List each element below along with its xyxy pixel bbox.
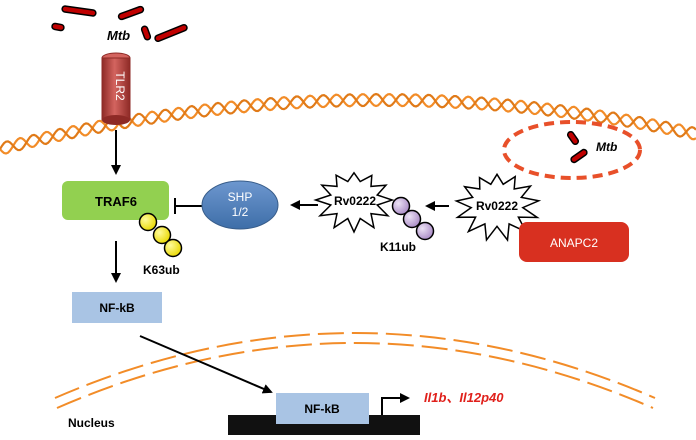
- nfkb-box: [72, 292, 162, 323]
- nuclear-envelope: [54, 332, 656, 409]
- mtb-bacteria-extracellular: Mtb: [51, 5, 188, 43]
- k11ub-label: K11ub: [380, 240, 416, 254]
- rv0222-left: Rv0222: [313, 171, 395, 234]
- rv0222-right-label: Rv0222: [476, 199, 518, 213]
- traf6-box: [62, 181, 169, 220]
- mtb-rod: [51, 22, 65, 32]
- nfkb-nucleus-node: NF-kB: [276, 393, 369, 424]
- k63ub-label: K63ub: [143, 263, 180, 277]
- shp-node: SHP 1/2: [201, 180, 279, 230]
- mtb-rod: [61, 5, 97, 17]
- anapc2-label: ANAPC2: [550, 236, 598, 250]
- tlr2-receptor: TLR2: [101, 52, 131, 125]
- mtb-rod: [117, 5, 145, 21]
- nfkb-nucleus-box: [276, 393, 369, 424]
- k11-ubiquitin-chain: K11ub: [380, 196, 435, 254]
- shp-label-line2: 1/2: [232, 205, 249, 219]
- ubiquitin-bead: [402, 209, 422, 229]
- inhibition-shp-to-traf6: [174, 198, 202, 214]
- ubiquitin-bead: [163, 238, 183, 258]
- rv0222-right: Rv0222: [454, 172, 542, 242]
- nfkb-nuc-label: NF-kB: [304, 402, 340, 416]
- ubiquitin-bead: [152, 225, 172, 245]
- shp-label-line1: SHP: [228, 190, 253, 204]
- mtb-rod: [154, 24, 188, 42]
- nucleus-label: Nucleus: [68, 416, 115, 430]
- shp-ellipse: [201, 180, 279, 230]
- nuclear-envelope-inner: [56, 342, 654, 409]
- transcription-start-arrow: [381, 393, 410, 415]
- vacuole-membrane: [502, 120, 642, 180]
- arrow-nfkb-translocation: [139, 335, 273, 394]
- mtb-label-top: Mtb: [107, 28, 130, 43]
- traf6-node: TRAF6: [62, 181, 169, 220]
- k63-ubiquitin-chain: K63ub: [138, 212, 183, 277]
- mtb-rod: [570, 148, 588, 164]
- anapc2-node: ANAPC2: [519, 222, 629, 262]
- anapc2-box: [519, 222, 629, 262]
- mtb-vacuole: Mtb: [502, 120, 642, 180]
- rv0222-burst-shape: [313, 171, 395, 234]
- ubiquitin-bead: [138, 212, 158, 232]
- mtb-rod: [140, 25, 152, 41]
- rv0222-left-label: Rv0222: [334, 194, 376, 208]
- ubiquitin-bead: [391, 196, 411, 216]
- target-genes-label: Il1b、Il12p40: [424, 390, 504, 405]
- mtb-label-vacuole: Mtb: [596, 140, 617, 154]
- nfkb-cytoplasm-node: NF-kB: [72, 292, 162, 323]
- mtb-rod: [566, 130, 580, 146]
- nfkb-cyto-label: NF-kB: [99, 301, 135, 315]
- rv0222-burst-shape: [454, 172, 542, 242]
- nuclear-envelope-outer: [54, 332, 656, 399]
- traf6-label: TRAF6: [95, 194, 137, 209]
- ubiquitin-bead: [415, 221, 435, 241]
- tlr2-label: TLR2: [113, 71, 127, 101]
